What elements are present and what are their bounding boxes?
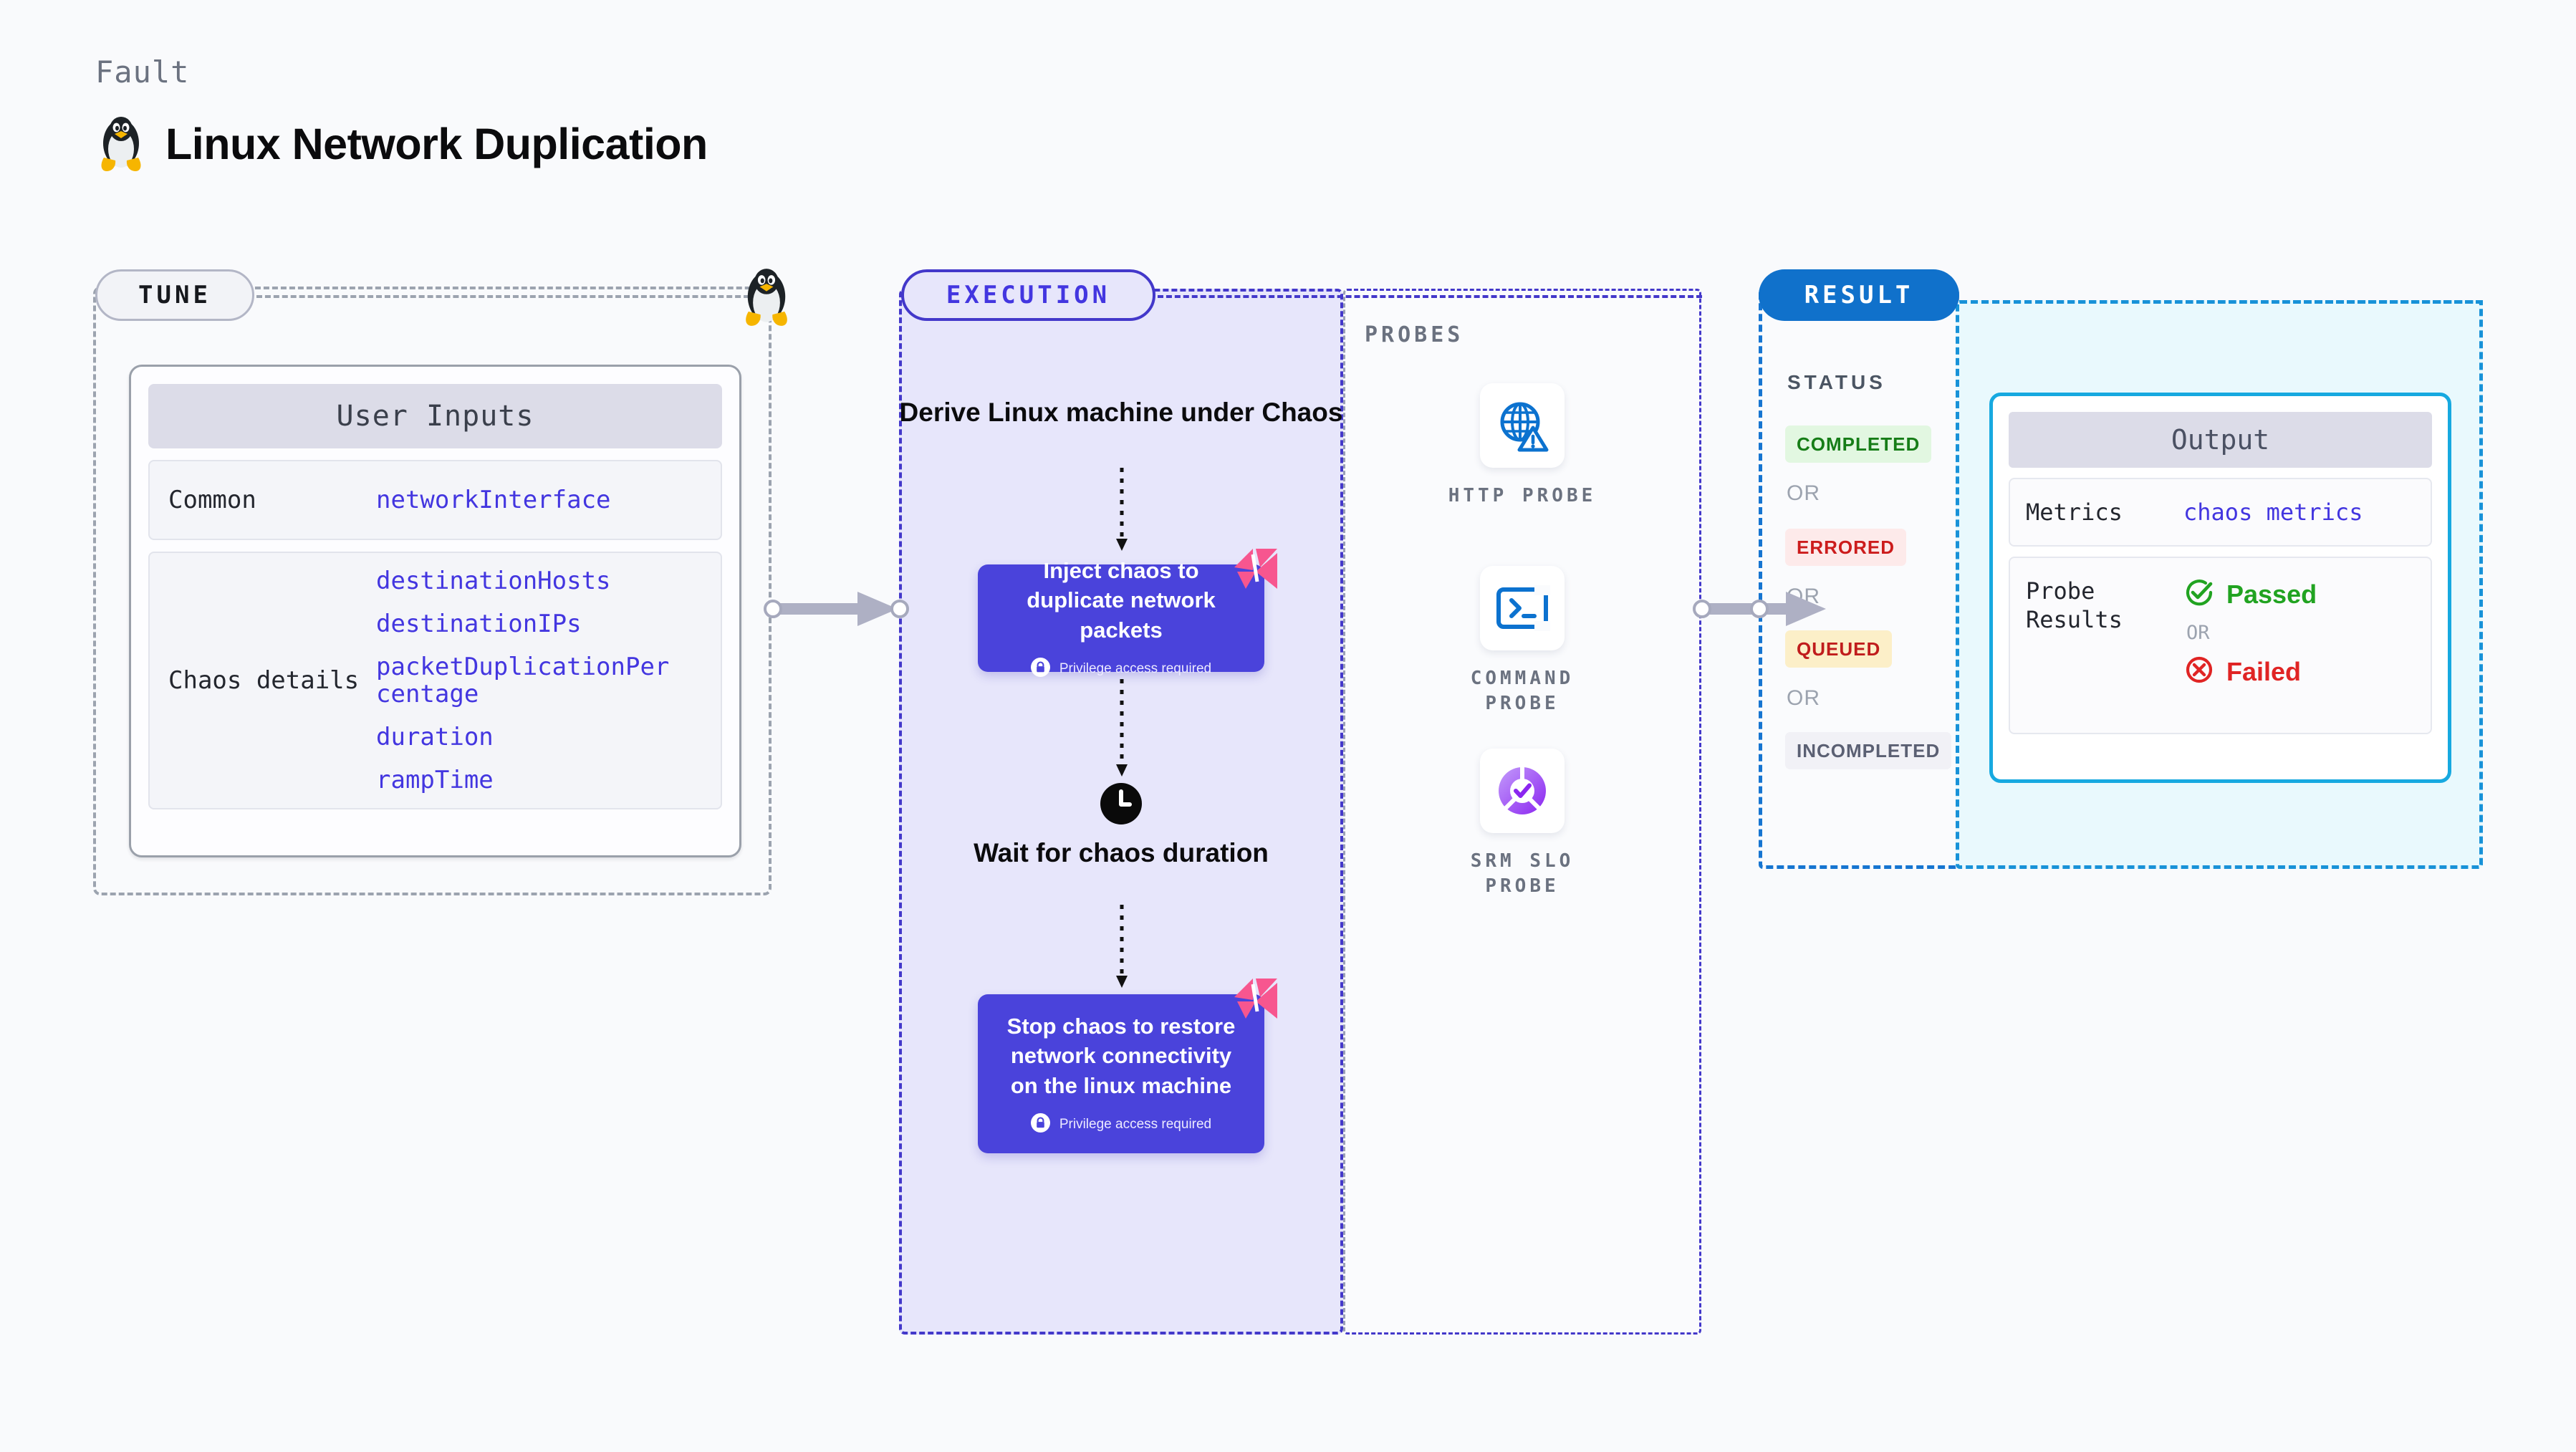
probe-caption: HTTP PROBE <box>1448 485 1597 506</box>
tune-row-chaos-details: Chaos details destinationHosts destinati… <box>148 552 722 809</box>
page-header: Linux Network Duplication <box>95 115 708 173</box>
output-row-probe-results: Probe Results Passed OR <box>2009 557 2432 734</box>
flow-node-title: Stop chaos to restore network connectivi… <box>1006 1014 1236 1098</box>
page-title: Linux Network Duplication <box>165 120 708 168</box>
privilege-notice: Privilege access required <box>1030 1112 1212 1136</box>
connector-dot-probes <box>1693 600 1711 618</box>
tune-row-label: Common <box>168 485 256 514</box>
tune-row-values: networkInterface <box>376 486 611 514</box>
flow-step-derive-title: Derive Linux machine under Chaos <box>899 398 1343 427</box>
probe-results-values: Passed OR Failed <box>2183 577 2317 689</box>
flow-arrow <box>1116 468 1128 551</box>
execution-link-line <box>1158 295 1702 298</box>
harness-pinwheel-icon <box>1231 976 1280 1021</box>
execution-badge[interactable]: EXECUTION <box>901 269 1155 321</box>
harness-pinwheel-icon <box>1231 546 1280 592</box>
check-circle-icon <box>2183 577 2215 612</box>
clock-icon <box>1100 783 1142 828</box>
terminal-prompt-icon <box>1480 566 1565 650</box>
connector-dot-result <box>1750 600 1769 618</box>
privilege-label: Privilege access required <box>1059 660 1212 676</box>
metrics-label: Metrics <box>2026 499 2123 526</box>
execution-flow: Derive Linux machine under Chaos Inject … <box>899 289 1343 1335</box>
flow-node-inject-chaos[interactable]: Inject chaos to duplicate network packet… <box>978 549 1277 677</box>
slo-donut-check-icon <box>1480 749 1565 833</box>
probes-label: PROBES <box>1365 322 1464 347</box>
result-link-line <box>1960 300 2483 304</box>
status-badge-queued: QUEUED <box>1785 630 1893 668</box>
status-badge-errored: ERRORED <box>1785 529 1907 566</box>
passed-label: Passed <box>2226 579 2317 609</box>
privilege-notice: Privilege access required <box>1030 657 1212 681</box>
x-circle-icon <box>2183 654 2215 689</box>
flow-step-wait-title: Wait for chaos duration <box>974 838 1269 867</box>
tune-value-destinationips[interactable]: destinationIPs <box>376 609 582 638</box>
linux-penguin-icon <box>95 115 147 173</box>
output-card: Output Metrics chaos metrics Probe Resul… <box>1989 393 2451 783</box>
probe-command[interactable]: COMMAND PROBE <box>1443 566 1601 716</box>
lock-icon <box>1030 1112 1050 1136</box>
tune-user-inputs-card: User Inputs Common networkInterface Chao… <box>129 365 741 857</box>
probe-result-or: OR <box>2186 622 2210 644</box>
probe-srm-slo[interactable]: SRM SLO PROBE <box>1443 749 1601 899</box>
flow-arrow <box>1116 905 1128 988</box>
status-or-3: OR <box>1787 686 1820 710</box>
probe-caption: SRM SLO PROBE <box>1470 850 1575 898</box>
status-badge-incompleted: INCOMPLETED <box>1785 732 1952 769</box>
connector-dot-tune <box>764 600 782 618</box>
flow-arrow <box>1116 679 1128 777</box>
output-row-metrics: Metrics chaos metrics <box>2009 478 2432 547</box>
tune-row-values: destinationHosts destinationIPs packetDu… <box>376 567 677 794</box>
tune-row-label: Chaos details <box>168 665 360 695</box>
privilege-label: Privilege access required <box>1059 1116 1212 1132</box>
flow-node-title: Inject chaos to duplicate network packet… <box>1027 558 1216 643</box>
user-inputs-title: User Inputs <box>148 384 722 448</box>
status-or-1: OR <box>1787 481 1820 505</box>
tune-link-line <box>256 295 758 298</box>
page-eyebrow: Fault <box>95 54 190 90</box>
tune-value-ramptime[interactable]: rampTime <box>376 766 494 795</box>
metrics-value[interactable]: chaos metrics <box>2183 499 2363 526</box>
tune-value-packetduplicationpercentage[interactable]: packetDuplicationPercentage <box>376 652 670 708</box>
tune-row-common: Common networkInterface <box>148 460 722 540</box>
status-label: STATUS <box>1787 371 1886 393</box>
globe-warning-icon <box>1480 383 1565 468</box>
lock-icon <box>1030 657 1050 681</box>
tune-value-duration[interactable]: duration <box>376 723 494 752</box>
probe-caption: COMMAND PROBE <box>1470 668 1575 715</box>
probe-http[interactable]: HTTP PROBE <box>1443 383 1601 509</box>
tune-value-destinationhosts[interactable]: destinationHosts <box>376 566 611 595</box>
connector-tune-to-execution <box>772 587 915 634</box>
result-badge[interactable]: RESULT <box>1759 269 1959 321</box>
probe-result-passed: Passed <box>2183 577 2317 612</box>
connector-dot-execution <box>890 600 909 618</box>
probe-result-failed: Failed <box>2183 654 2317 689</box>
failed-label: Failed <box>2226 656 2302 686</box>
flow-node-stop-chaos[interactable]: Stop chaos to restore network connectivi… <box>978 979 1277 1153</box>
linux-penguin-marker-icon <box>739 266 794 332</box>
tune-panel <box>93 287 772 895</box>
execution-panel <box>899 289 1343 1335</box>
connector-probes-to-result <box>1701 587 1845 634</box>
output-title: Output <box>2009 412 2432 468</box>
probe-results-label: Probe Results <box>2026 577 2123 633</box>
tune-value-networkinterface[interactable]: networkInterface <box>376 485 611 514</box>
status-badge-completed: COMPLETED <box>1785 425 1932 463</box>
tune-badge[interactable]: TUNE <box>95 269 254 321</box>
